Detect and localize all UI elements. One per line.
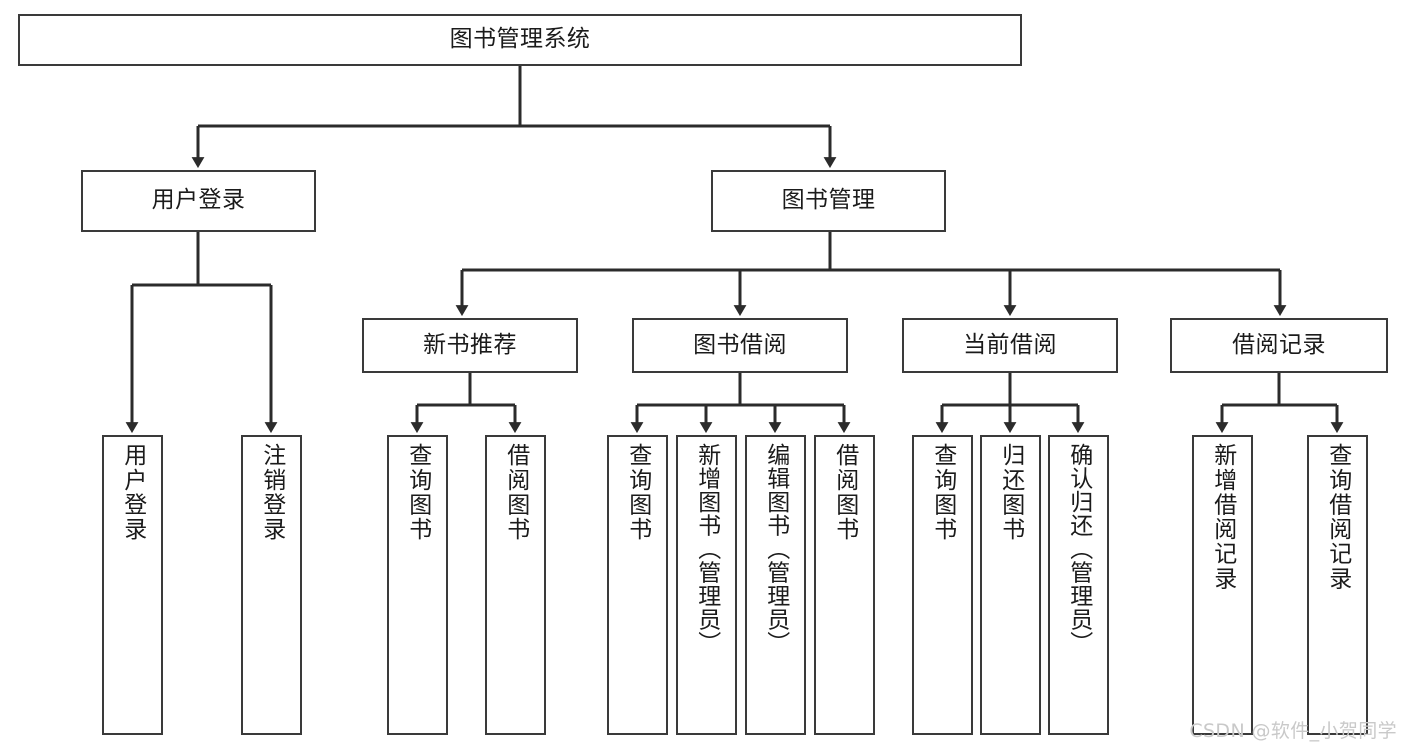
node-root-book-management-system[interactable]: 图书管理系统 [18, 14, 1022, 66]
leaf-query-book-recommend[interactable]: 查询图书 [387, 435, 448, 735]
node-label: 查询图书 [929, 443, 956, 542]
node-current-borrow[interactable]: 当前借阅 [902, 318, 1118, 373]
node-label: 查询图书 [404, 443, 431, 542]
node-label: 图书管理 [781, 187, 876, 214]
node-label: 查询借阅记录 [1324, 443, 1351, 591]
node-book-management[interactable]: 图书管理 [711, 170, 946, 232]
node-label: 当前借阅 [963, 331, 1057, 358]
node-label: 图书管理系统 [449, 26, 591, 53]
node-label: 编辑图书（管理员） [762, 443, 789, 655]
node-label: 借阅图书 [831, 443, 858, 542]
node-label: 用户登录 [151, 187, 246, 214]
leaf-edit-book-admin[interactable]: 编辑图书（管理员） [745, 435, 806, 735]
node-new-book-recommend[interactable]: 新书推荐 [362, 318, 578, 373]
node-label: 查询图书 [624, 443, 651, 542]
leaf-user-login[interactable]: 用户登录 [102, 435, 163, 735]
node-label: 归还图书 [997, 443, 1024, 542]
node-label: 注销登录 [258, 443, 285, 542]
node-label: 借阅记录 [1232, 331, 1326, 358]
leaf-borrow-book-recommend[interactable]: 借阅图书 [485, 435, 546, 735]
node-borrow-record[interactable]: 借阅记录 [1170, 318, 1388, 373]
node-user-login[interactable]: 用户登录 [81, 170, 316, 232]
node-label: 用户登录 [119, 443, 146, 542]
node-label: 新书推荐 [423, 331, 517, 358]
node-label: 借阅图书 [502, 443, 529, 542]
leaf-logout[interactable]: 注销登录 [241, 435, 302, 735]
leaf-confirm-return-admin[interactable]: 确认归还（管理员） [1048, 435, 1109, 735]
leaf-query-book-current[interactable]: 查询图书 [912, 435, 973, 735]
leaf-query-book-borrow[interactable]: 查询图书 [607, 435, 668, 735]
leaf-add-borrow-record[interactable]: 新增借阅记录 [1192, 435, 1253, 735]
leaf-query-borrow-record[interactable]: 查询借阅记录 [1307, 435, 1368, 735]
csdn-watermark: CSDN @软件_小贺同学 [1189, 720, 1397, 742]
leaf-return-book[interactable]: 归还图书 [980, 435, 1041, 735]
node-label: 新增借阅记录 [1209, 443, 1236, 591]
node-label: 图书借阅 [693, 331, 787, 358]
leaf-borrow-book[interactable]: 借阅图书 [814, 435, 875, 735]
node-label: 确认归还（管理员） [1065, 443, 1092, 655]
node-label: 新增图书（管理员） [693, 443, 720, 655]
node-book-borrow[interactable]: 图书借阅 [632, 318, 848, 373]
leaf-add-book-admin[interactable]: 新增图书（管理员） [676, 435, 737, 735]
